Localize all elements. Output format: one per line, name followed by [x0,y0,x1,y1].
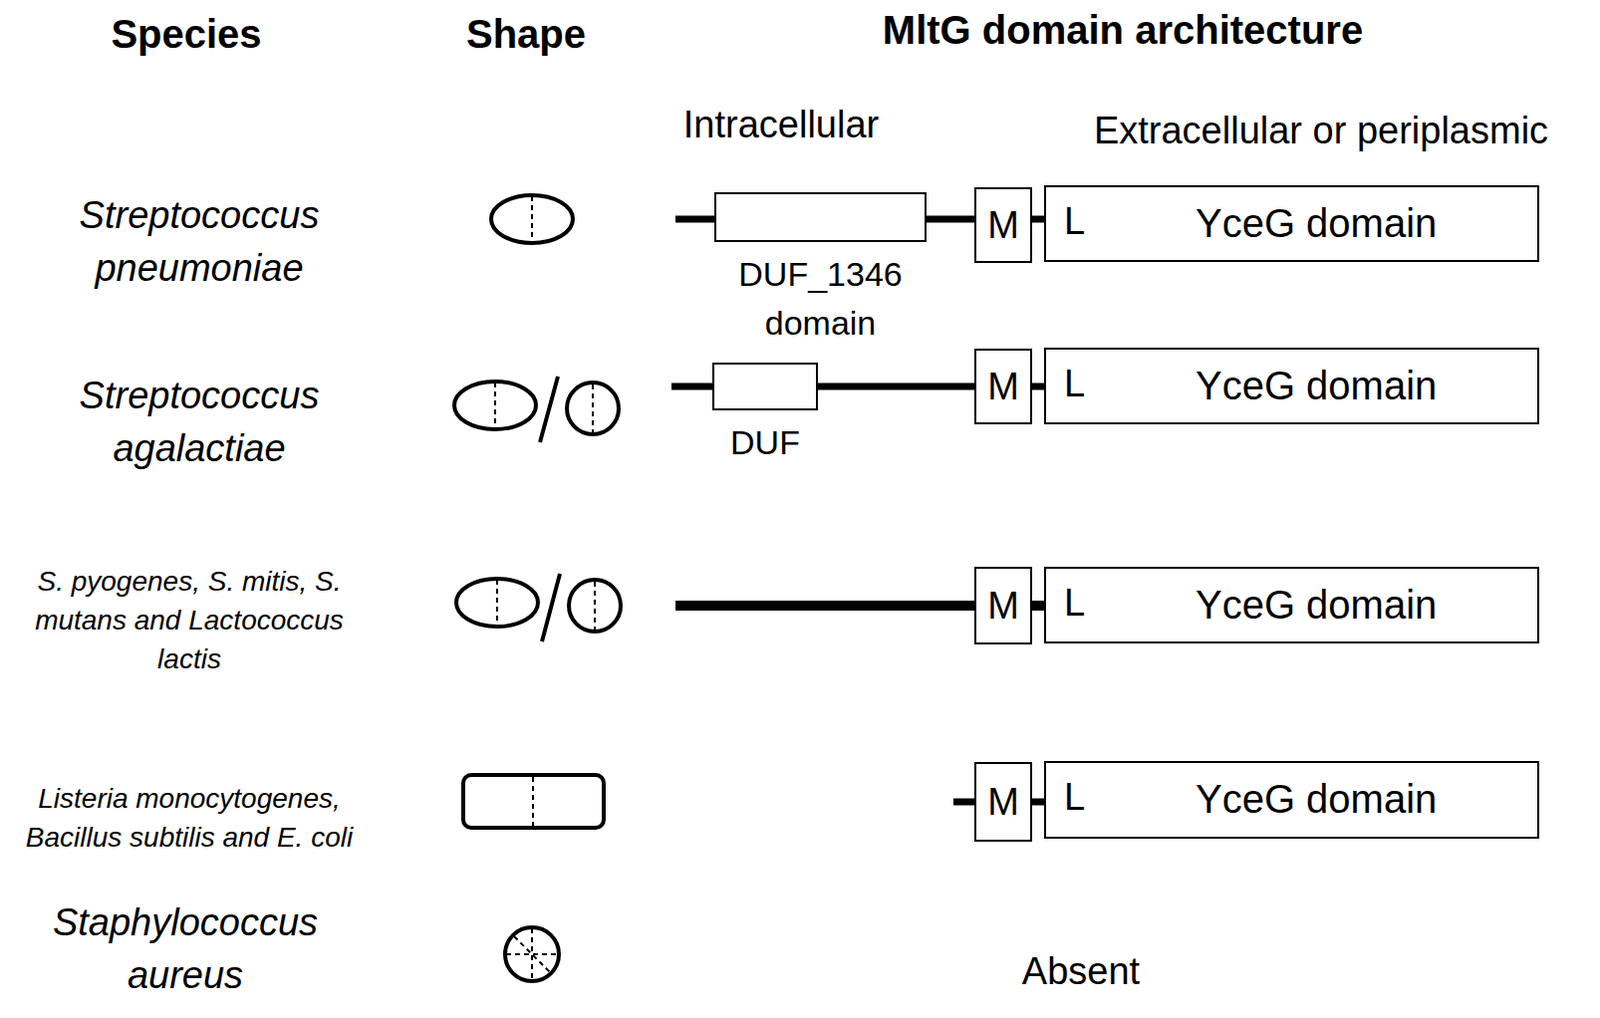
septum [494,382,497,429]
slash [539,376,558,443]
catalytic-domain-box: L YceG domain [1044,185,1540,263]
domain-label: YceG domain [1195,362,1437,408]
septum [514,936,550,973]
membrane-box: M [974,187,1033,264]
domain-label: YceG domain [1195,777,1437,822]
septum [496,579,499,626]
membrane-box: M [974,762,1033,842]
septum [531,928,534,981]
catalytic-domain-box: L YceG domain [1044,566,1540,644]
cell-shape [566,382,619,435]
column-header: Species [0,5,386,62]
species-name: Streptococcus agalactiae [49,369,349,476]
species-name: Streptococcus pneumoniae [49,189,349,295]
species-name: Staphylococcus aureus [20,896,350,1003]
note: Absent [931,945,1231,999]
region-label: Intracellular [581,98,981,152]
cell-shape [505,927,559,982]
membrane-label: M [987,584,1020,628]
lysine-label: L [1064,361,1085,405]
septum [531,196,534,243]
lysine-label: L [1064,580,1085,624]
lysine-label: L [1064,776,1085,819]
column-header: MltG domain architecture [774,1,1472,58]
membrane-label: M [987,365,1020,409]
septum [593,581,596,630]
lysine-label: L [1064,199,1085,243]
species-name: S. pyogenes, S. mitis, S. mutans and Lac… [24,561,354,680]
catalytic-domain-box: L YceG domain [1044,761,1540,839]
cell-shape [456,578,538,627]
membrane-label: M [987,781,1020,824]
domain-label: DUF [645,418,885,468]
domain-label: YceG domain [1195,581,1437,627]
cell-shape [568,579,621,632]
slash [541,573,560,642]
catalytic-domain-box: L YceG domain [1044,347,1540,425]
septum [506,953,558,956]
membrane-box: M [974,348,1033,425]
domain-box: DUF [712,362,818,411]
membrane-label: M [987,204,1020,248]
septum [532,777,534,826]
membrane-box: M [974,566,1033,645]
cell-shape [491,195,573,244]
region-label: Extracellular or periplasmic [1042,104,1600,158]
septum [591,384,594,433]
domain-box: DUF_1346 domain [714,192,927,243]
cell-shape [454,381,536,430]
cell-shape [463,775,604,828]
species-name: Listeria monocytogenes, Bacillus subtili… [0,779,382,857]
column-header: Shape [376,5,676,62]
domain-label: DUF_1346 domain [701,250,941,349]
domain-label: YceG domain [1195,200,1437,246]
